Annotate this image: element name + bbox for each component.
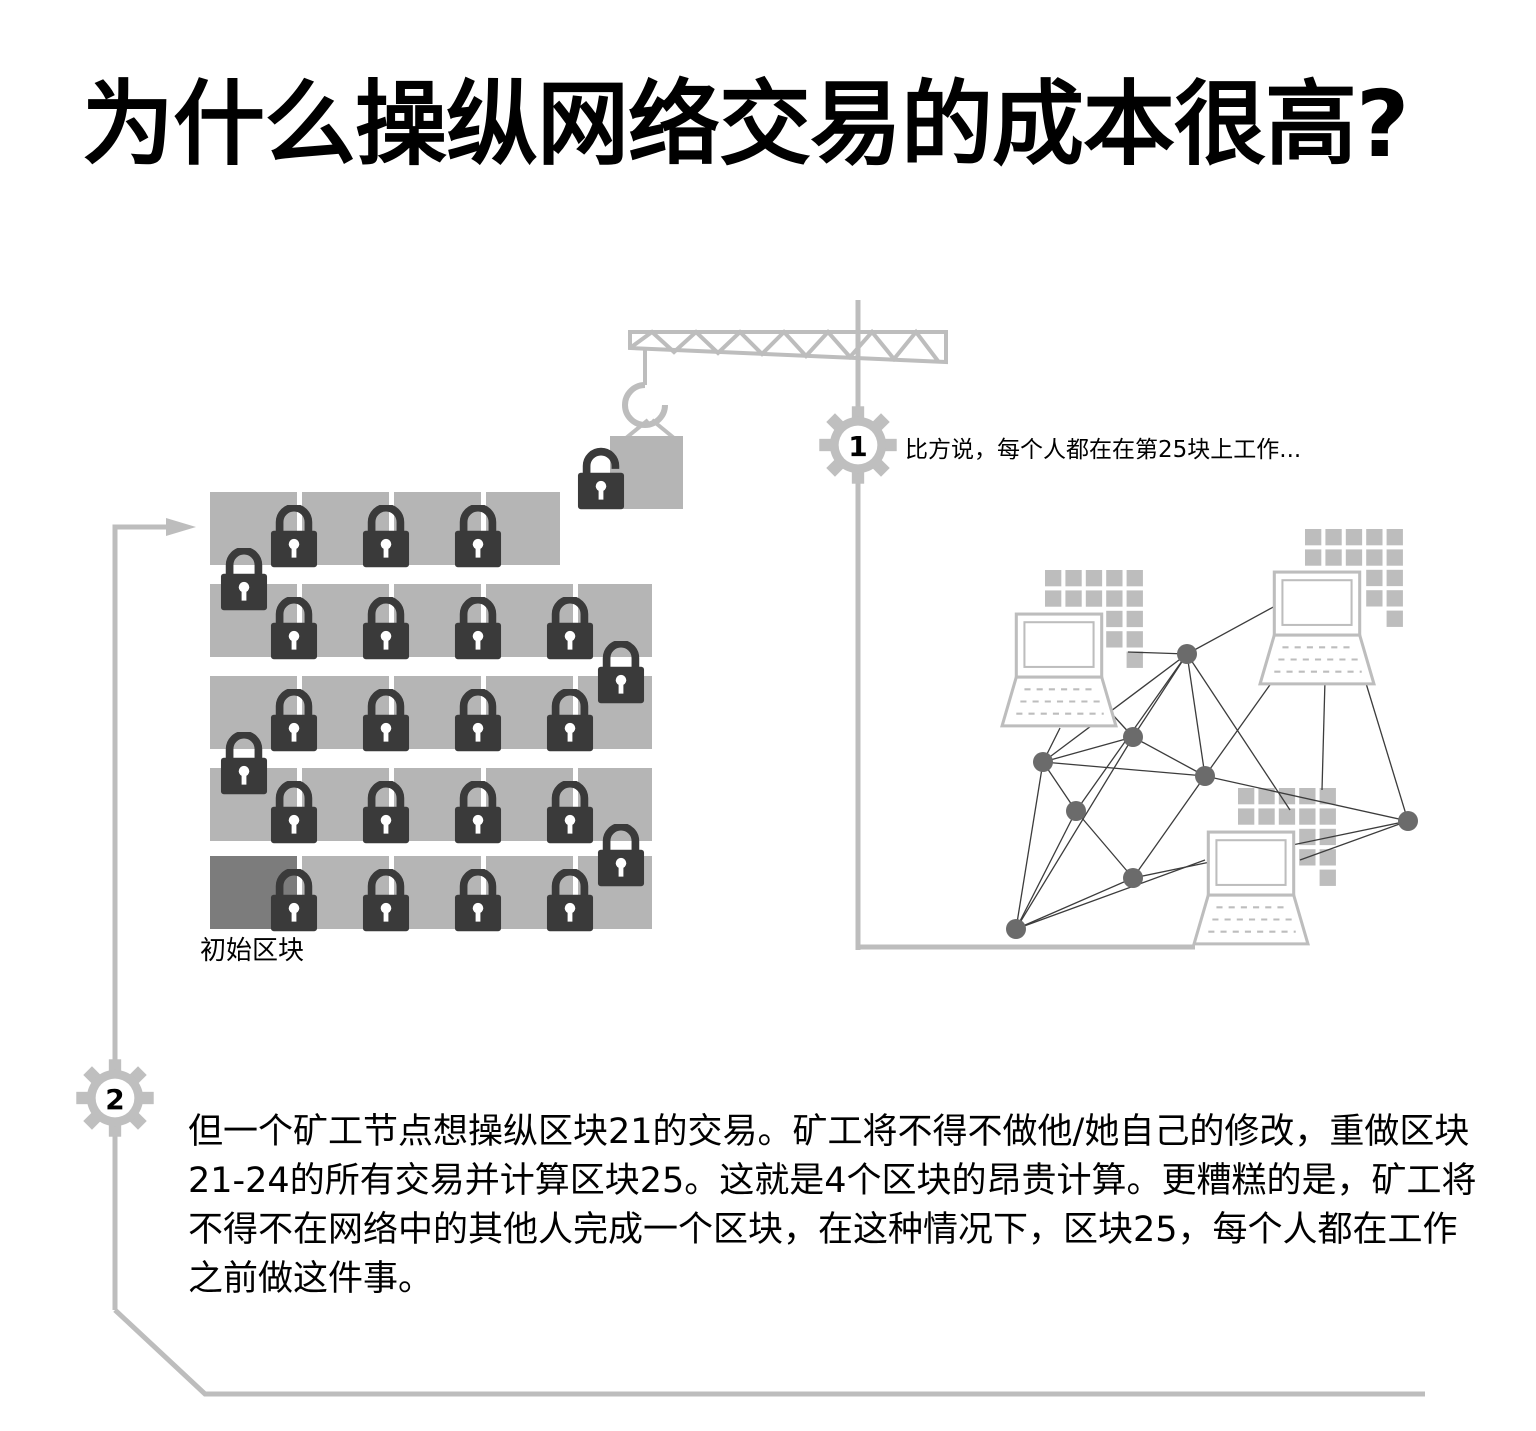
laptop-icon	[1192, 830, 1310, 946]
laptop-icon	[1258, 570, 1376, 686]
step1-caption: 比方说，每个人都在在第25块上工作...	[905, 437, 1302, 463]
open-lock-icon	[578, 452, 624, 510]
step2-number: 2	[105, 1083, 124, 1116]
step1-number: 1	[848, 430, 867, 463]
step2-description: 但一个矿工节点想操纵区块21的交易。矿工将不得不做他/她自己的修改，重做区块21…	[188, 1112, 1477, 1299]
arrow-icon	[166, 518, 196, 536]
page-title: 为什么操纵网络交易的成本很高?	[82, 71, 1409, 178]
laptop-icon	[1000, 612, 1118, 728]
peer-network	[1000, 529, 1418, 946]
crane-icon	[622, 328, 948, 440]
genesis-block-label: 初始区块	[200, 936, 305, 966]
